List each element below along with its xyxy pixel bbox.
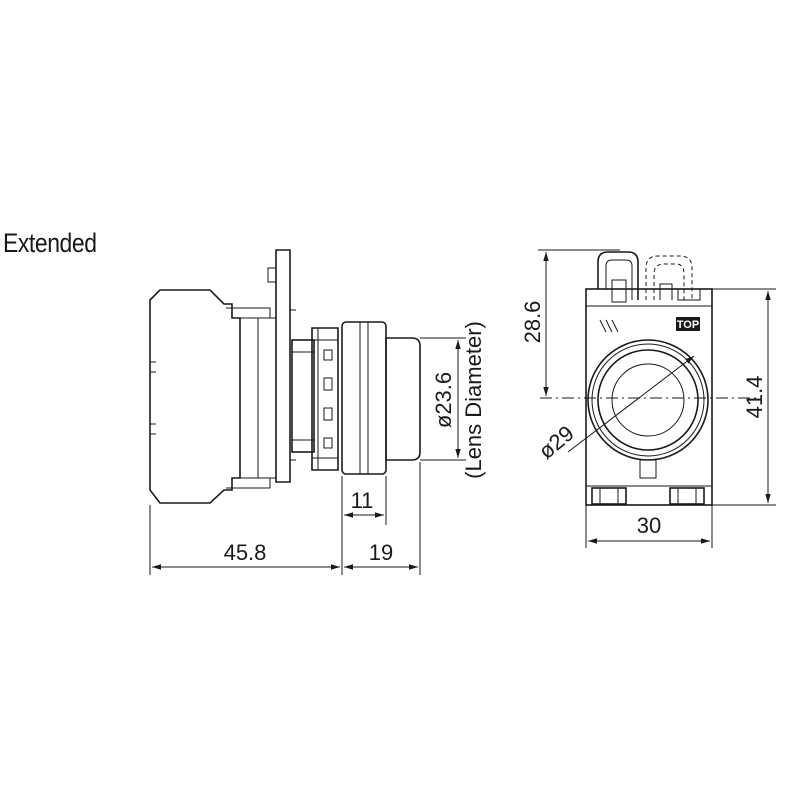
mounting-bracket <box>275 249 291 483</box>
view-title: Extended <box>3 228 97 258</box>
front-bezel <box>587 339 709 461</box>
front-view: TOP 28.6 41.4 30 ø29 <box>520 249 776 548</box>
lens-note: (Lens Diameter) <box>461 321 486 479</box>
dim-button-length: 19 <box>369 540 393 565</box>
extended-lens <box>385 337 421 461</box>
terminal-wire-left <box>597 251 639 300</box>
top-marker-box <box>676 317 700 331</box>
shaft <box>291 339 315 453</box>
front-body <box>585 288 713 506</box>
dim-total-height: 41.4 <box>742 376 767 419</box>
dim-width: 30 <box>637 513 661 538</box>
contact-block <box>149 289 241 504</box>
dim-bezel-diameter: ø29 <box>534 420 579 464</box>
side-view: 45.8 19 11 ø23.6 (Lens Diameter) <box>149 249 486 575</box>
ring-nut <box>311 327 339 471</box>
top-marker: TOP <box>677 319 699 331</box>
dim-lens-diameter: ø23.6 <box>431 372 456 428</box>
bezel <box>341 321 387 475</box>
dim-bezel: 11 <box>351 488 374 513</box>
dim-top-height: 28.6 <box>520 301 545 344</box>
dim-overall-depth: 45.8 <box>224 540 267 565</box>
front-lens <box>597 349 699 451</box>
